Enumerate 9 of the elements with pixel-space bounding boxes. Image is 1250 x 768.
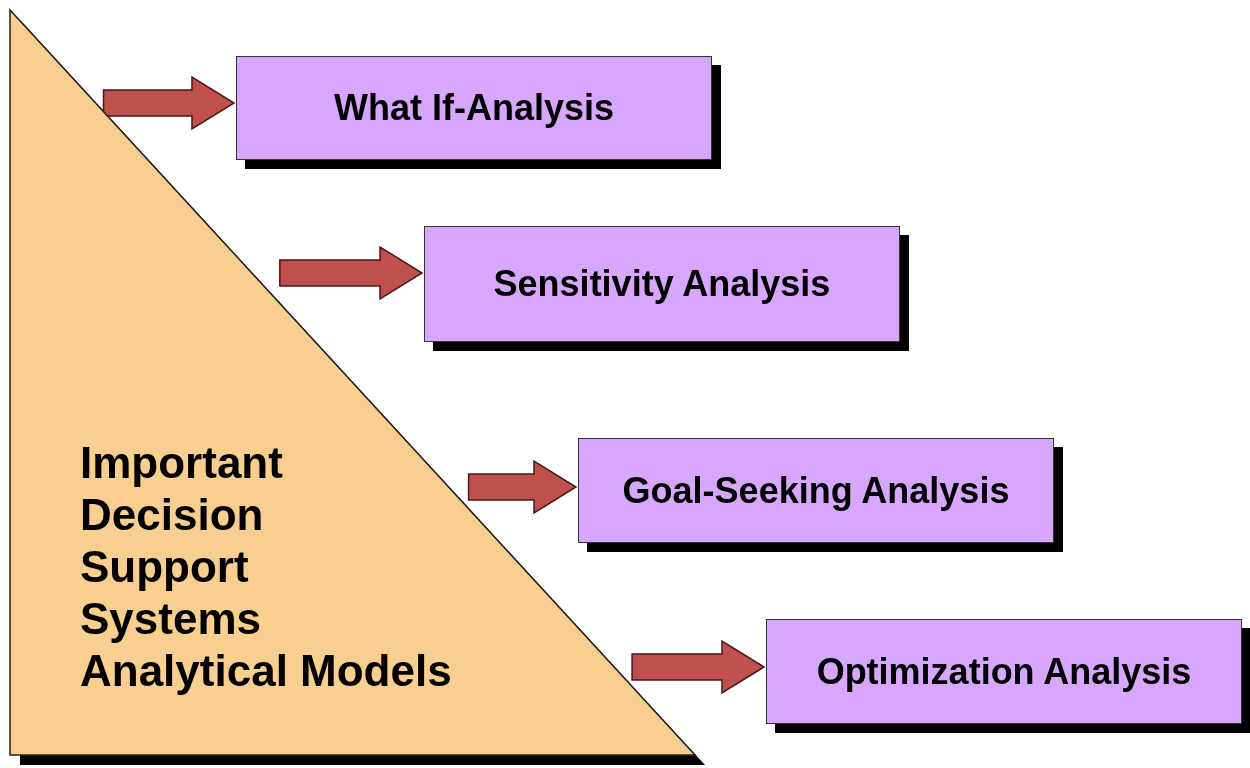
triangle-label: Important Decision Support Systems Analytical Models — [80, 438, 452, 695]
block-arrow — [467, 459, 578, 515]
block-arrow — [279, 245, 424, 301]
box-label: Optimization Analysis — [816, 650, 1192, 693]
block-arrow — [631, 639, 766, 695]
box-label: What If-Analysis — [333, 87, 614, 129]
box-label: Sensitivity Analysis — [493, 263, 831, 305]
block-arrow — [102, 75, 236, 131]
box-label: Goal-Seeking Analysis — [622, 469, 1010, 512]
